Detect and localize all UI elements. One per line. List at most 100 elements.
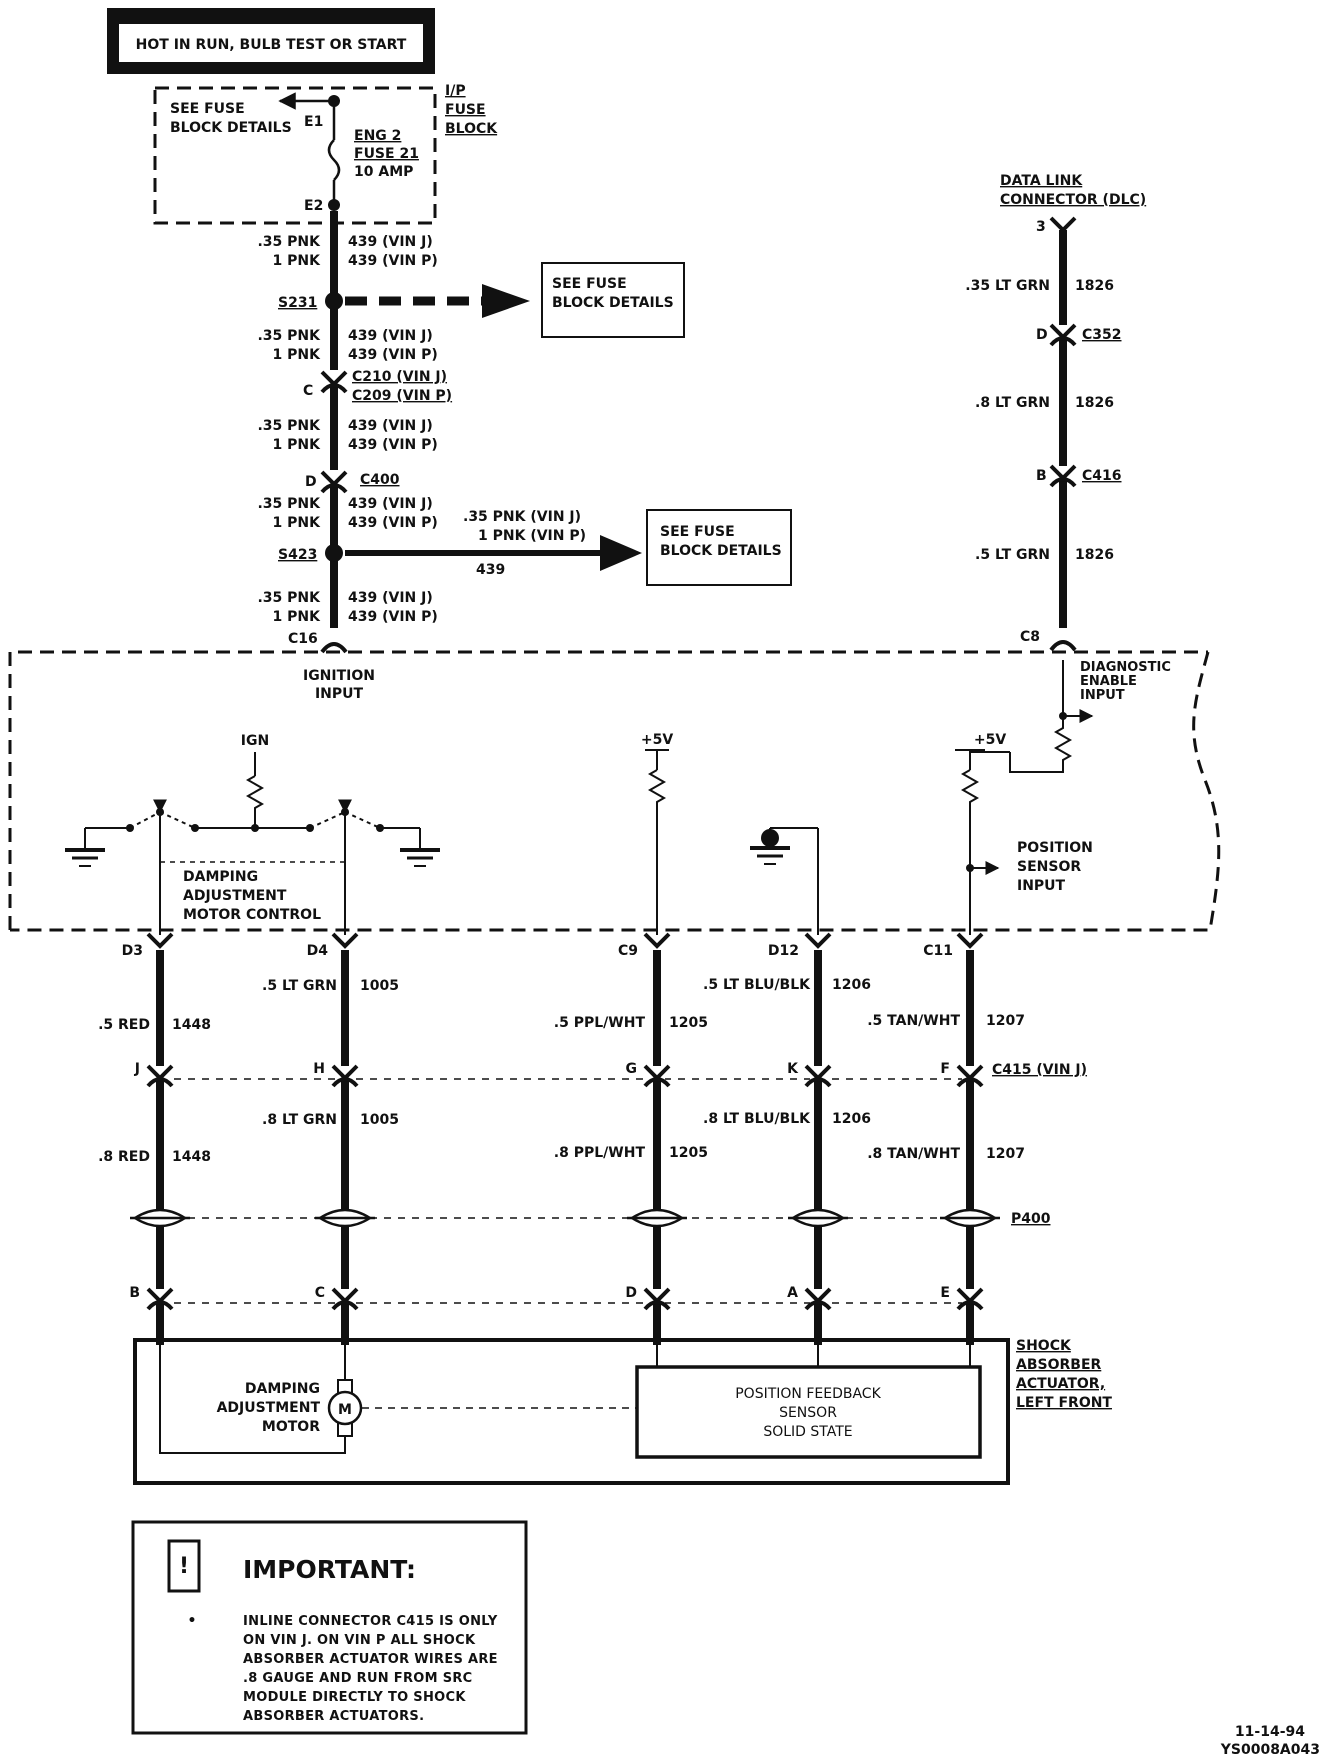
splice-s231-label: S231 bbox=[278, 295, 317, 311]
svg-text:439 (VIN J): 439 (VIN J) bbox=[348, 496, 433, 512]
svg-text:ABSORBER ACTUATORS.: ABSORBER ACTUATORS. bbox=[243, 1709, 424, 1724]
svg-text:BLOCK DETAILS: BLOCK DETAILS bbox=[552, 295, 674, 311]
wire-439: .35 PNK 1 PNK 439 (VIN J) 439 (VIN P) S2… bbox=[257, 211, 792, 654]
svg-text:439 (VIN J): 439 (VIN J) bbox=[348, 418, 433, 434]
svg-text:IGNITION: IGNITION bbox=[303, 668, 375, 684]
svg-text:INLINE CONNECTOR C415 IS ONLY: INLINE CONNECTOR C415 IS ONLY bbox=[243, 1614, 498, 1629]
svg-text:B: B bbox=[129, 1285, 140, 1301]
svg-text:ABSORBER: ABSORBER bbox=[1016, 1357, 1102, 1373]
important-title: IMPORTANT: bbox=[243, 1555, 416, 1584]
svg-text:.5 PPL/WHT: .5 PPL/WHT bbox=[554, 1015, 646, 1031]
svg-text:INPUT: INPUT bbox=[315, 686, 364, 702]
svg-text:E: E bbox=[940, 1285, 950, 1301]
svg-text:.8 GAUGE AND RUN FROM SRC: .8 GAUGE AND RUN FROM SRC bbox=[243, 1671, 473, 1686]
fuse-rating: 10 AMP bbox=[354, 164, 413, 180]
svg-text:.35 PNK: .35 PNK bbox=[257, 328, 321, 344]
svg-text:C9: C9 bbox=[618, 943, 638, 959]
svg-text:D: D bbox=[1036, 327, 1048, 343]
c209-label: C209 (VIN P) bbox=[352, 388, 452, 404]
fuse-symbol bbox=[327, 139, 341, 181]
svg-text:POSITION FEEDBACK: POSITION FEEDBACK bbox=[735, 1386, 881, 1402]
dlc-label-1: DATA LINK bbox=[1000, 173, 1083, 189]
svg-text:1448: 1448 bbox=[172, 1149, 211, 1165]
svg-text:1 PNK: 1 PNK bbox=[273, 437, 322, 453]
warning-icon bbox=[167, 1539, 201, 1593]
c415-label: C415 (VIN J) bbox=[992, 1062, 1087, 1078]
svg-text:ACTUATOR,: ACTUATOR, bbox=[1016, 1376, 1105, 1392]
svg-text:G: G bbox=[626, 1061, 638, 1077]
svg-text:1207: 1207 bbox=[986, 1146, 1025, 1162]
p400-label: P400 bbox=[1011, 1211, 1051, 1227]
dlc-label-2: CONNECTOR (DLC) bbox=[1000, 192, 1146, 208]
svg-text:J: J bbox=[134, 1061, 140, 1077]
svg-text:DAMPING: DAMPING bbox=[183, 869, 258, 885]
header-box: HOT IN RUN, BULB TEST OR START bbox=[107, 8, 435, 74]
footer-code: YS0008A043 bbox=[1220, 1742, 1320, 1758]
svg-text:ADJUSTMENT: ADJUSTMENT bbox=[217, 1400, 321, 1416]
splice-s231 bbox=[325, 292, 343, 310]
svg-text:1 PNK: 1 PNK bbox=[273, 609, 322, 625]
svg-text:1 PNK: 1 PNK bbox=[273, 347, 322, 363]
splice-s423-label: S423 bbox=[278, 547, 317, 563]
svg-text:K: K bbox=[787, 1061, 799, 1077]
svg-text:F: F bbox=[940, 1061, 950, 1077]
svg-text:ENABLE: ENABLE bbox=[1080, 674, 1137, 689]
svg-text:+5V: +5V bbox=[641, 732, 673, 748]
svg-text:1 PNK: 1 PNK bbox=[273, 253, 322, 269]
svg-text:1005: 1005 bbox=[360, 1112, 399, 1128]
svg-text:.5 LT GRN: .5 LT GRN bbox=[975, 547, 1050, 563]
c210-pin: C bbox=[303, 383, 313, 399]
c210-label: C210 (VIN J) bbox=[352, 369, 447, 385]
fuse-see-details-1: SEE FUSE bbox=[170, 101, 245, 117]
svg-text:.35 PNK: .35 PNK bbox=[257, 590, 321, 606]
svg-text:D: D bbox=[625, 1285, 637, 1301]
svg-text:1826: 1826 bbox=[1075, 547, 1114, 563]
svg-text:1005: 1005 bbox=[360, 978, 399, 994]
svg-text:1205: 1205 bbox=[669, 1145, 708, 1161]
svg-text:INPUT: INPUT bbox=[1080, 688, 1125, 703]
svg-text:SOLID STATE: SOLID STATE bbox=[763, 1424, 852, 1440]
svg-text:INPUT: INPUT bbox=[1017, 878, 1066, 894]
svg-text:439 (VIN P): 439 (VIN P) bbox=[348, 437, 438, 453]
splice-s423 bbox=[325, 544, 343, 562]
svg-text:SEE FUSE: SEE FUSE bbox=[660, 524, 735, 540]
svg-text:.35 PNK (VIN J): .35 PNK (VIN J) bbox=[463, 509, 581, 525]
svg-text:B: B bbox=[1036, 468, 1047, 484]
svg-text:D4: D4 bbox=[307, 943, 329, 959]
svg-text:1 PNK: 1 PNK bbox=[273, 515, 322, 531]
pin-e1: E1 bbox=[304, 114, 323, 130]
svg-text:D12: D12 bbox=[768, 943, 799, 959]
svg-text:A: A bbox=[787, 1285, 798, 1301]
svg-text:.5 LT GRN: .5 LT GRN bbox=[262, 978, 337, 994]
important-note: ! IMPORTANT: • INLINE CONNECTOR C415 IS … bbox=[131, 1520, 528, 1735]
dlc-pin: 3 bbox=[1036, 219, 1046, 235]
svg-text:SENSOR: SENSOR bbox=[779, 1405, 837, 1421]
svg-text:439 (VIN J): 439 (VIN J) bbox=[348, 590, 433, 606]
motor-icon bbox=[327, 1390, 363, 1426]
svg-text:C: C bbox=[315, 1285, 325, 1301]
svg-text:.35 PNK: .35 PNK bbox=[257, 418, 321, 434]
svg-text:.5 LT BLU/BLK: .5 LT BLU/BLK bbox=[703, 977, 811, 993]
c416-label: C416 bbox=[1082, 468, 1122, 484]
header-title: HOT IN RUN, BULB TEST OR START bbox=[136, 37, 407, 53]
svg-text:+5V: +5V bbox=[974, 732, 1006, 748]
svg-text:1448: 1448 bbox=[172, 1017, 211, 1033]
svg-text:.5 TAN/WHT: .5 TAN/WHT bbox=[867, 1013, 960, 1029]
svg-text:439 (VIN P): 439 (VIN P) bbox=[348, 253, 438, 269]
ip-label-2: FUSE bbox=[445, 102, 486, 118]
fuse-block: SEE FUSE BLOCK DETAILS E1 E2 ENG 2 FUSE … bbox=[153, 83, 498, 225]
svg-text:MOTOR: MOTOR bbox=[262, 1419, 320, 1435]
svg-text:MODULE DIRECTLY TO SHOCK: MODULE DIRECTLY TO SHOCK bbox=[243, 1690, 466, 1705]
pin-c16: C16 bbox=[288, 631, 318, 647]
svg-text:.35 LT GRN: .35 LT GRN bbox=[965, 278, 1050, 294]
svg-text:ABSORBER ACTUATOR WIRES ARE: ABSORBER ACTUATOR WIRES ARE bbox=[243, 1652, 498, 1667]
svg-text:M: M bbox=[338, 1402, 352, 1418]
svg-text:1 PNK (VIN P): 1 PNK (VIN P) bbox=[478, 528, 586, 544]
svg-text:.5 RED: .5 RED bbox=[98, 1017, 150, 1033]
ip-label-1: I/P bbox=[445, 83, 466, 99]
svg-text:1826: 1826 bbox=[1075, 395, 1114, 411]
svg-text:SHOCK: SHOCK bbox=[1016, 1338, 1072, 1354]
svg-text:ADJUSTMENT: ADJUSTMENT bbox=[183, 888, 287, 904]
svg-text:SENSOR: SENSOR bbox=[1017, 859, 1081, 875]
